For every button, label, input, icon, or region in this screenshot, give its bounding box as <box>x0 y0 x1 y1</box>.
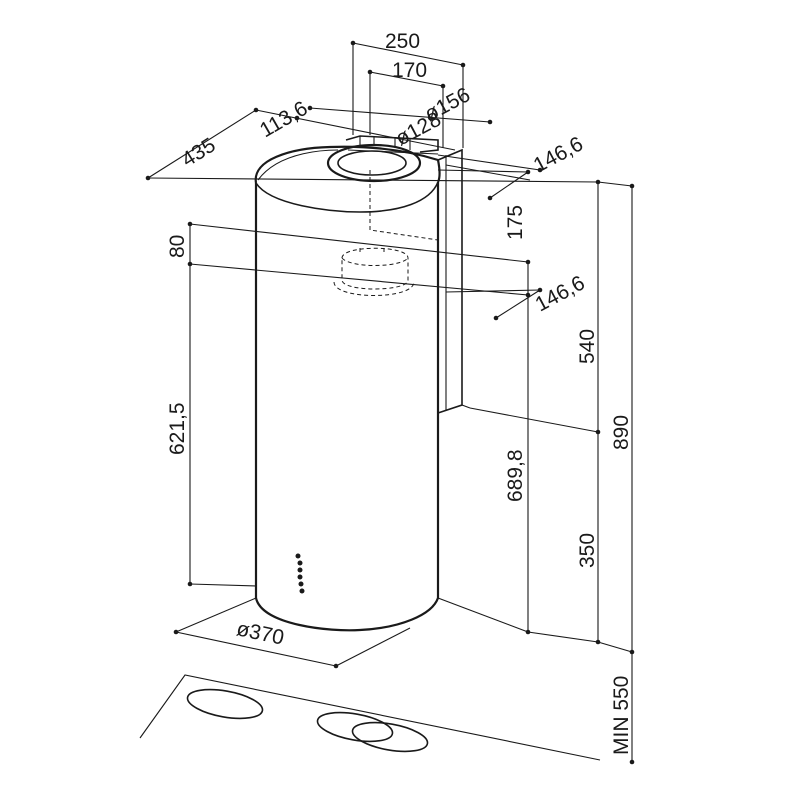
duct-outlet <box>326 135 439 183</box>
dim-175: 175 <box>504 205 527 240</box>
dim-540: 540 <box>576 329 599 364</box>
dim-250: 250 <box>385 30 420 53</box>
dim-dia370: ø370 <box>234 617 286 649</box>
dim-dia128: ø128 <box>392 108 445 151</box>
dim-350: 350 <box>576 533 599 568</box>
dim-146-6-top: 146,6 <box>530 132 587 177</box>
dim-146-6-mid: 146,6 <box>532 271 589 316</box>
wall-bracket <box>437 148 471 414</box>
dim-170: 170 <box>392 59 427 82</box>
dim-113-6: 113,6 <box>256 97 312 142</box>
dim-621-5: 621,5 <box>166 402 189 455</box>
cooktop <box>139 674 601 761</box>
dim-689-8: 689,8 <box>504 449 527 502</box>
dimension-lines <box>145 40 635 765</box>
dim-80: 80 <box>166 235 189 258</box>
control-buttons <box>295 553 305 594</box>
hood-cylinder <box>254 145 441 632</box>
dim-435: 435 <box>178 134 220 172</box>
dim-min-550: MIN 550 <box>610 676 633 755</box>
dim-890: 890 <box>610 415 633 450</box>
hidden-motor-outline <box>333 170 439 296</box>
